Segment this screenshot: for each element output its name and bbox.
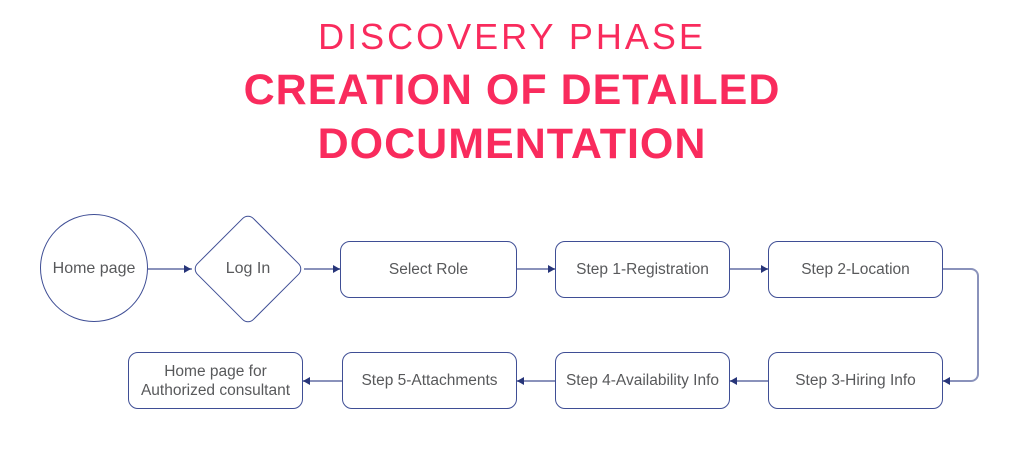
edge-login-to-select-role bbox=[304, 268, 340, 270]
arrowhead-step3-to-step4 bbox=[730, 377, 737, 385]
node-home-page-authorized: Home page for Authorized consultant bbox=[128, 352, 303, 409]
node-step-3-hiring-info: Step 3-Hiring Info bbox=[768, 352, 943, 409]
node-home-page: Home page bbox=[40, 214, 148, 322]
title-eyebrow: DISCOVERY PHASE bbox=[318, 16, 706, 57]
node-log-in-label: Log In bbox=[225, 260, 271, 277]
arrowhead-home-to-login bbox=[184, 265, 191, 273]
edge-step5-to-home-auth bbox=[303, 380, 342, 382]
node-step-2-label: Step 2-Location bbox=[801, 261, 910, 278]
node-home-page-label: Home page bbox=[52, 259, 136, 277]
node-select-role-label: Select Role bbox=[388, 261, 469, 278]
arrowhead-select-role-to-step1 bbox=[548, 265, 555, 273]
node-step-4-label: Step 4-Availability Info bbox=[565, 372, 720, 389]
node-step-3-label: Step 3-Hiring Info bbox=[795, 372, 916, 389]
arrowhead-step1-to-step2 bbox=[761, 265, 768, 273]
node-home-page-authorized-line2: Authorized consultant bbox=[140, 381, 291, 399]
node-step-5-attachments: Step 5-Attachments bbox=[342, 352, 517, 409]
edge-home-to-login bbox=[148, 268, 192, 270]
node-log-in: Log In bbox=[191, 229, 305, 309]
node-step-4-availability-info: Step 4-Availability Info bbox=[555, 352, 730, 409]
node-step-1-registration: Step 1-Registration bbox=[555, 241, 730, 298]
node-home-page-authorized-line1: Home page for bbox=[164, 362, 267, 380]
node-step-1-label: Step 1-Registration bbox=[576, 261, 709, 278]
arrowhead-step5-to-home-auth bbox=[303, 377, 310, 385]
title-block: DISCOVERY PHASE CREATION OF DETAILED DOC… bbox=[0, 16, 1024, 171]
title-heading: CREATION OF DETAILED DOCUMENTATION bbox=[0, 63, 1024, 171]
edge-select-role-to-step1 bbox=[517, 268, 555, 270]
edge-step2-to-step3 bbox=[943, 268, 979, 382]
node-select-role: Select Role bbox=[340, 241, 517, 298]
edge-step4-to-step5 bbox=[517, 380, 555, 382]
title-heading-line2: DOCUMENTATION bbox=[317, 120, 707, 168]
arrowhead-login-to-select-role bbox=[333, 265, 340, 273]
title-heading-line1: CREATION OF DETAILED bbox=[243, 66, 781, 114]
node-home-page-authorized-label: Home page for Authorized consultant bbox=[141, 362, 290, 400]
arrowhead-step2-to-step3 bbox=[943, 377, 950, 385]
edge-step3-to-step4 bbox=[730, 380, 768, 382]
arrowhead-step4-to-step5 bbox=[517, 377, 524, 385]
node-step-2-location: Step 2-Location bbox=[768, 241, 943, 298]
node-step-5-label: Step 5-Attachments bbox=[361, 372, 498, 389]
edge-step1-to-step2 bbox=[730, 268, 768, 270]
